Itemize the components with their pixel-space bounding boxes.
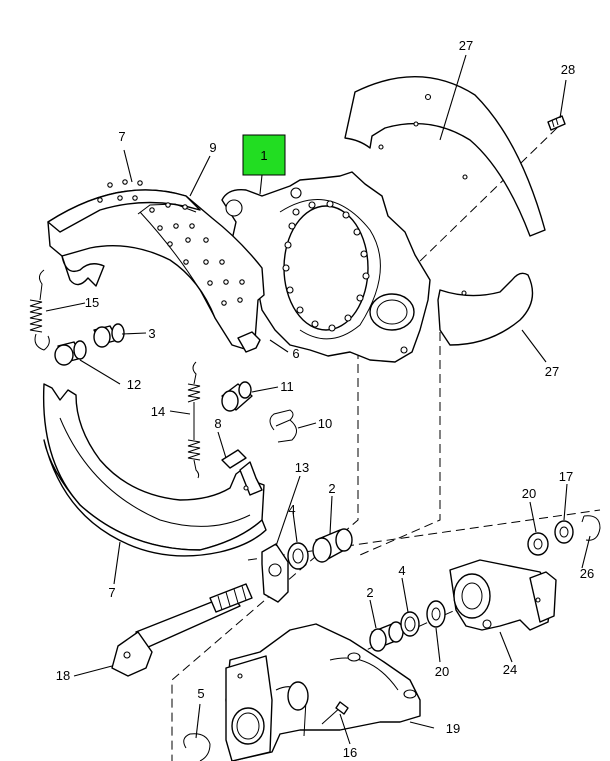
callout-6[interactable]: 6	[292, 346, 299, 361]
callout-5[interactable]: 5	[197, 686, 204, 701]
callout-13[interactable]: 13	[295, 460, 309, 475]
callout-7-bottom[interactable]: 7	[108, 585, 115, 600]
washer-20-upper	[527, 532, 549, 556]
roller-11	[221, 381, 253, 412]
camshaft-18	[111, 583, 253, 677]
callout-14[interactable]: 14	[151, 404, 165, 419]
callout-20-lower[interactable]: 20	[435, 664, 449, 679]
washer-17	[554, 520, 574, 544]
snap-ring-26	[581, 515, 601, 541]
callout-18[interactable]: 18	[56, 668, 70, 683]
bushing-2-upper	[312, 528, 353, 563]
highlighted-part-1-box[interactable]	[242, 134, 286, 176]
callout-10[interactable]: 10	[318, 416, 332, 431]
callout-26[interactable]: 26	[580, 566, 594, 581]
callout-27-bottom[interactable]: 27	[545, 364, 559, 379]
dust-shield-upper	[344, 76, 546, 237]
leader-lines	[45, 54, 591, 745]
cam-washer-13	[261, 543, 289, 603]
snap-ring-5	[183, 733, 211, 761]
lower-brake-shoe	[42, 383, 267, 557]
dust-shield-lower	[437, 272, 534, 346]
bushing-12	[54, 340, 87, 366]
callout-8[interactable]: 8	[214, 416, 221, 431]
callout-2-upper[interactable]: 2	[328, 481, 335, 496]
callout-12[interactable]: 12	[127, 377, 141, 392]
return-spring-15	[29, 269, 50, 351]
callout-16[interactable]: 16	[343, 745, 357, 760]
callout-4-lower[interactable]: 4	[398, 563, 405, 578]
bolt-16	[321, 701, 349, 725]
bolt-28	[547, 115, 566, 131]
callout-24[interactable]: 24	[503, 662, 517, 677]
spring-14	[187, 361, 201, 479]
callout-19[interactable]: 19	[446, 721, 460, 736]
camshaft-bracket-19	[225, 623, 421, 761]
callout-3[interactable]: 3	[148, 326, 155, 341]
brake-spider	[221, 171, 431, 363]
callout-7-top[interactable]: 7	[118, 129, 125, 144]
bushing-2-lower	[369, 621, 404, 652]
callout-9[interactable]: 9	[209, 140, 216, 155]
callout-15[interactable]: 15	[85, 295, 99, 310]
seal-4-lower	[400, 611, 420, 637]
slack-adjuster-24	[449, 559, 557, 631]
callout-27-top[interactable]: 27	[459, 38, 473, 53]
washer-20-lower	[426, 600, 446, 628]
clip-10	[269, 409, 297, 443]
callout-28[interactable]: 28	[561, 62, 575, 77]
callout-1[interactable]: 1	[260, 148, 267, 163]
callout-4-upper[interactable]: 4	[288, 502, 295, 517]
callout-20-upper[interactable]: 20	[522, 486, 536, 501]
bushing-3	[93, 323, 125, 348]
callout-17[interactable]: 17	[559, 469, 573, 484]
pin-8	[221, 449, 247, 469]
callout-11[interactable]: 11	[280, 379, 294, 394]
seal-4-upper	[287, 542, 309, 570]
upper-brake-shoe	[47, 179, 265, 353]
callout-2-lower[interactable]: 2	[366, 585, 373, 600]
